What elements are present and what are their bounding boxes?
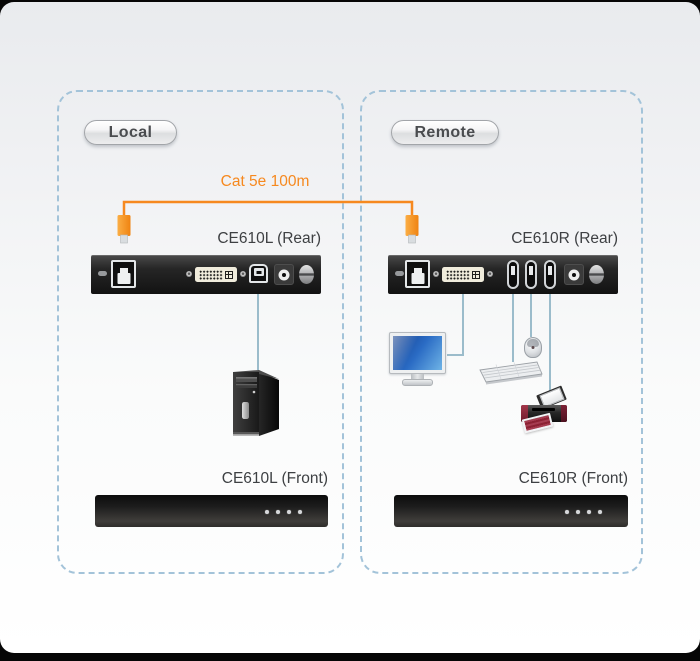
- usb-a-port-icon: [525, 260, 537, 289]
- power-jack-icon: [274, 264, 294, 285]
- led-indicator: [576, 510, 580, 514]
- dvi-analog-pins: [225, 270, 233, 279]
- led-indicator: [565, 510, 569, 514]
- reset-slot-icon: [98, 271, 107, 276]
- ce610r-front-panel: [394, 495, 628, 527]
- printer-icon: [521, 385, 571, 434]
- monitor-base: [402, 379, 433, 386]
- screw-icon: [186, 271, 192, 277]
- local-tag-label: Local: [108, 123, 153, 141]
- remote-zone-border: [360, 90, 643, 574]
- rj45-port-icon: [111, 260, 136, 288]
- mouse-icon: [524, 337, 542, 358]
- ce610l-front-panel: [95, 495, 328, 527]
- local-rear-label: CE610L (Rear): [217, 230, 321, 247]
- local-front-label: CE610L (Front): [221, 470, 328, 487]
- remote-front-label: CE610R (Front): [518, 470, 628, 487]
- power-jack-icon: [564, 264, 584, 285]
- led-indicator: [287, 510, 291, 514]
- monitor-icon: [389, 332, 446, 374]
- led-indicator: [276, 510, 280, 514]
- dvi-pins: [199, 270, 223, 280]
- led-indicator: [587, 510, 591, 514]
- grounding-screw-icon: [589, 265, 604, 284]
- usb-a-port-icon: [544, 260, 556, 289]
- rj45-port-icon: [405, 260, 430, 288]
- local-zone-border: [57, 90, 344, 574]
- dvi-pins: [446, 270, 470, 280]
- screw-icon: [240, 271, 246, 277]
- local-tag-badge: Local: [84, 120, 177, 145]
- printer-slot: [532, 408, 555, 411]
- monitor-display: [393, 336, 442, 370]
- ce610r-rear-panel: [388, 255, 618, 294]
- dvi-analog-pins: [472, 270, 480, 279]
- led-indicators: [265, 510, 302, 514]
- dvi-port-icon: [442, 267, 484, 282]
- screw-icon: [487, 271, 493, 277]
- led-indicator: [265, 510, 269, 514]
- keyboard-icon: [479, 361, 543, 385]
- reset-slot-icon: [395, 271, 404, 276]
- usb-a-port-icon: [507, 260, 519, 289]
- led-indicator: [298, 510, 302, 514]
- led-indicators: [565, 510, 602, 514]
- remote-tag-label: Remote: [414, 123, 476, 141]
- grounding-screw-icon: [299, 265, 314, 284]
- monitor-neck: [411, 374, 424, 380]
- computer-tower-icon: [233, 370, 279, 436]
- remote-tag-badge: Remote: [391, 120, 499, 145]
- led-indicator: [598, 510, 602, 514]
- screw-icon: [433, 271, 439, 277]
- cable-length-label: Cat 5e 100m: [220, 173, 310, 190]
- usb-b-port-icon: [249, 264, 268, 283]
- ce610l-rear-panel: [91, 255, 321, 294]
- dvi-port-icon: [195, 267, 237, 282]
- remote-rear-label: CE610R (Rear): [511, 230, 618, 247]
